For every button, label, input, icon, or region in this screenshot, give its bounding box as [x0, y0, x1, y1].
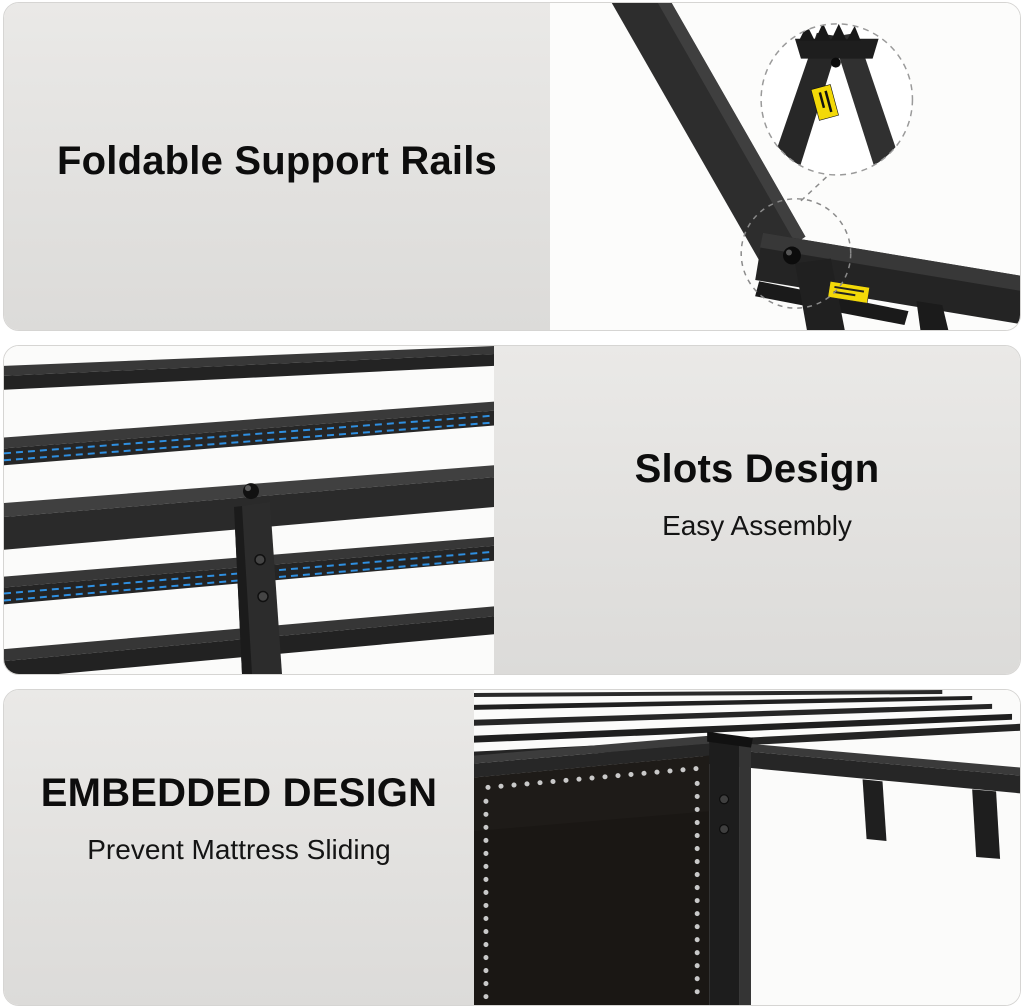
corner-post — [709, 737, 740, 1005]
hinge-detail — [773, 23, 901, 171]
post-screw — [719, 794, 730, 805]
nailhead-trim — [483, 766, 700, 1001]
foldable-rails-photo — [550, 3, 1020, 330]
side-rail — [703, 739, 1020, 776]
leg-rivet — [254, 553, 266, 566]
frame-leg — [794, 258, 845, 330]
rail-upper — [611, 3, 806, 267]
panel3-title: EMBEDDED DESIGN — [40, 770, 438, 815]
hinge-bolt — [783, 246, 801, 265]
rail-bolt — [243, 483, 259, 500]
slats-photo — [4, 346, 494, 674]
bed-corner-photo — [474, 690, 1020, 1005]
slats-scene — [4, 346, 494, 674]
warning-label — [827, 280, 870, 304]
panel2-textzone: Slots Design Easy Assembly — [494, 346, 1020, 674]
panel-embedded-design: EMBEDDED DESIGN Prevent Mattress Sliding — [3, 689, 1021, 1006]
panel1-title: Foldable Support Rails — [57, 138, 497, 183]
warning-label-zoomed — [810, 84, 839, 121]
joint-highlight-circle — [740, 198, 852, 309]
panel-foldable-support-rails: Foldable Support Rails — [3, 2, 1021, 331]
panel2-subtitle: Easy Assembly — [662, 510, 852, 541]
bed-corner-scene — [474, 690, 1020, 1005]
bed-leg — [972, 789, 1001, 859]
panel3-textzone: EMBEDDED DESIGN Prevent Mattress Sliding — [4, 690, 474, 1005]
panel-slots-design: Slots Design Easy Assembly — [3, 345, 1021, 675]
foldable-rails-scene — [550, 3, 1020, 330]
panel3-subtitle: Prevent Mattress Sliding — [87, 833, 391, 865]
panel2-title: Slots Design — [634, 447, 880, 491]
panel1-textzone: Foldable Support Rails — [4, 3, 550, 330]
blue-stitching — [4, 414, 494, 455]
